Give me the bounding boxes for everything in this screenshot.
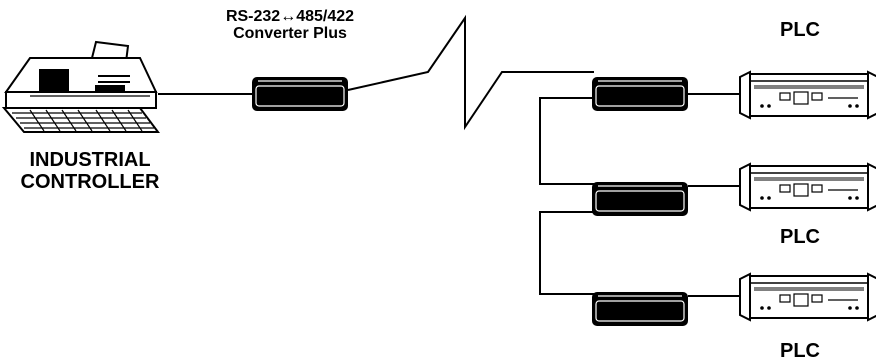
converter-remote-3-icon [591, 291, 689, 327]
controller-label: INDUSTRIAL CONTROLLER [0, 149, 180, 193]
converter-remote-2-icon [591, 181, 689, 217]
plc-label-1: PLC [780, 19, 820, 41]
converter-host-icon [251, 76, 349, 112]
long-distance-link [347, 14, 594, 131]
converter-title-line1: RS-232↔485/422 [225, 8, 355, 25]
plc-label-3: PLC [780, 340, 820, 362]
cable-lines [158, 14, 742, 297]
controller-label-line2: CONTROLLER [20, 170, 160, 193]
plc-label-2: PLC [780, 226, 820, 248]
plc-2-icon [739, 163, 876, 211]
converter-remote-1-icon [591, 76, 689, 112]
controller-label-line1: INDUSTRIAL [29, 149, 151, 171]
industrial-computer-icon [1, 40, 160, 133]
plc-3-icon [739, 273, 876, 321]
converter-title-line2: Converter Plus [233, 25, 347, 43]
plc-1-icon [739, 71, 876, 119]
drop-cable-2 [539, 97, 594, 185]
drop-cable-3 [539, 211, 594, 295]
converter-title: RS-232↔485/422 Converter Plus [190, 8, 390, 43]
